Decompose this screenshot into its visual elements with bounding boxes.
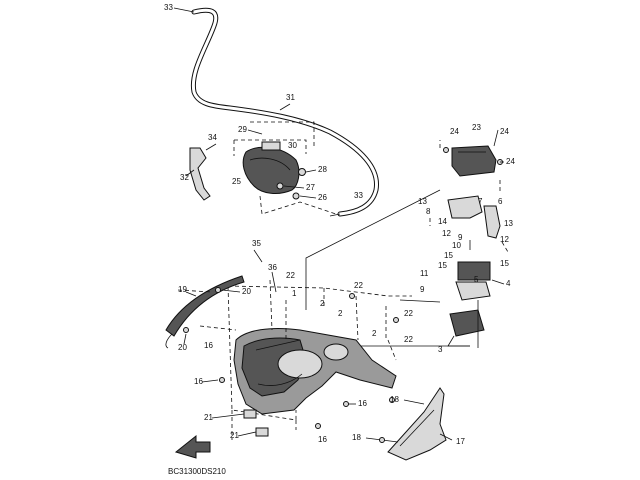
callout-18: 18	[390, 395, 399, 404]
callout-6: 6	[498, 197, 503, 206]
module-3	[449, 309, 485, 337]
callout-20: 20	[242, 287, 251, 296]
screw-16c	[315, 423, 321, 429]
callout-28: 28	[318, 165, 327, 174]
bracket-32	[189, 147, 211, 201]
callout-17: 17	[456, 437, 465, 446]
callout-15: 15	[444, 251, 453, 260]
tank-cap	[261, 141, 281, 151]
nut-26	[292, 192, 300, 200]
callout-15-right: 15	[500, 259, 509, 268]
callout-16-left: 16	[194, 377, 203, 386]
screw-18b	[379, 437, 385, 443]
reservoir-tank-25	[242, 141, 306, 200]
bolt-27	[276, 182, 284, 190]
callout-20-lower: 20	[178, 343, 187, 352]
callout-4: 4	[506, 279, 511, 288]
nut-22b	[393, 317, 399, 323]
nut-22	[349, 293, 355, 299]
callout-35: 35	[252, 239, 261, 248]
drawing-code: BC31300DS210	[168, 467, 226, 476]
callout-24-right: 24	[500, 127, 509, 136]
side-panel-17	[387, 387, 447, 461]
clip-21a	[243, 409, 257, 419]
callout-14: 14	[438, 217, 447, 226]
fairing-body-1	[233, 327, 397, 415]
grommet-28	[298, 168, 306, 176]
callout-8: 8	[426, 207, 431, 216]
callout-16-bottom: 16	[318, 435, 327, 444]
callout-23: 23	[472, 123, 481, 132]
callout-27: 27	[306, 183, 315, 192]
callout-33: 33	[164, 3, 173, 12]
screw-16b	[343, 401, 349, 407]
callout-29: 29	[238, 125, 247, 134]
callout-36: 36	[268, 263, 277, 272]
callout-12-right: 12	[500, 235, 509, 244]
callout-19: 19	[178, 285, 187, 294]
callout-21-lower: 21	[230, 431, 239, 440]
callout-33-lower: 33	[354, 191, 363, 200]
cover-23	[443, 145, 503, 177]
callout-16-mid: 16	[358, 399, 367, 408]
front-direction-arrow-icon	[174, 434, 211, 459]
label-leaders	[173, 7, 505, 441]
callout-3: 3	[438, 345, 443, 354]
clip-21b	[255, 427, 269, 437]
callout-22-top: 22	[354, 281, 363, 290]
callout-26: 26	[318, 193, 327, 202]
callout-30: 30	[288, 141, 297, 150]
callout-2-right: 2	[338, 309, 343, 318]
bracket-assembly	[447, 195, 501, 347]
callout-31: 31	[286, 93, 295, 102]
callout-11: 11	[420, 269, 429, 278]
callout-21: 21	[204, 413, 213, 422]
callout-25: 25	[232, 177, 241, 186]
callout-13-right: 13	[504, 219, 513, 228]
callout-22: 22	[286, 271, 295, 280]
screw-16a	[219, 377, 225, 383]
screw-20a	[215, 287, 221, 293]
screw-20b	[183, 327, 189, 333]
callout-12: 12	[442, 229, 451, 238]
callout-24: 24	[450, 127, 459, 136]
callout-15-mid: 15	[438, 261, 447, 270]
callout-22-right: 22	[404, 309, 413, 318]
callout-7: 7	[478, 197, 483, 206]
mount-5	[457, 261, 491, 281]
callout-2: 2	[320, 299, 325, 308]
callout-9-lower: 9	[420, 285, 425, 294]
callout-22-lower: 22	[404, 335, 413, 344]
callout-24-lower: 24	[506, 157, 515, 166]
callout-5: 5	[474, 275, 479, 284]
callout-1: 1	[292, 289, 297, 298]
callout-32: 32	[180, 173, 189, 182]
callout-labels: 33 31 29 30 34 32 25 28 27 26 33 24 23 2…	[164, 3, 515, 446]
screw-18a	[389, 397, 395, 403]
callout-9: 9	[458, 233, 463, 242]
callout-13: 13	[418, 197, 427, 206]
callout-18-lower: 18	[352, 433, 361, 442]
panel-19	[165, 275, 245, 349]
callout-16: 16	[204, 341, 213, 350]
callout-34: 34	[208, 133, 217, 142]
callout-2-lower: 2	[372, 329, 377, 338]
callout-10: 10	[452, 241, 461, 250]
hose-31	[190, 7, 379, 217]
